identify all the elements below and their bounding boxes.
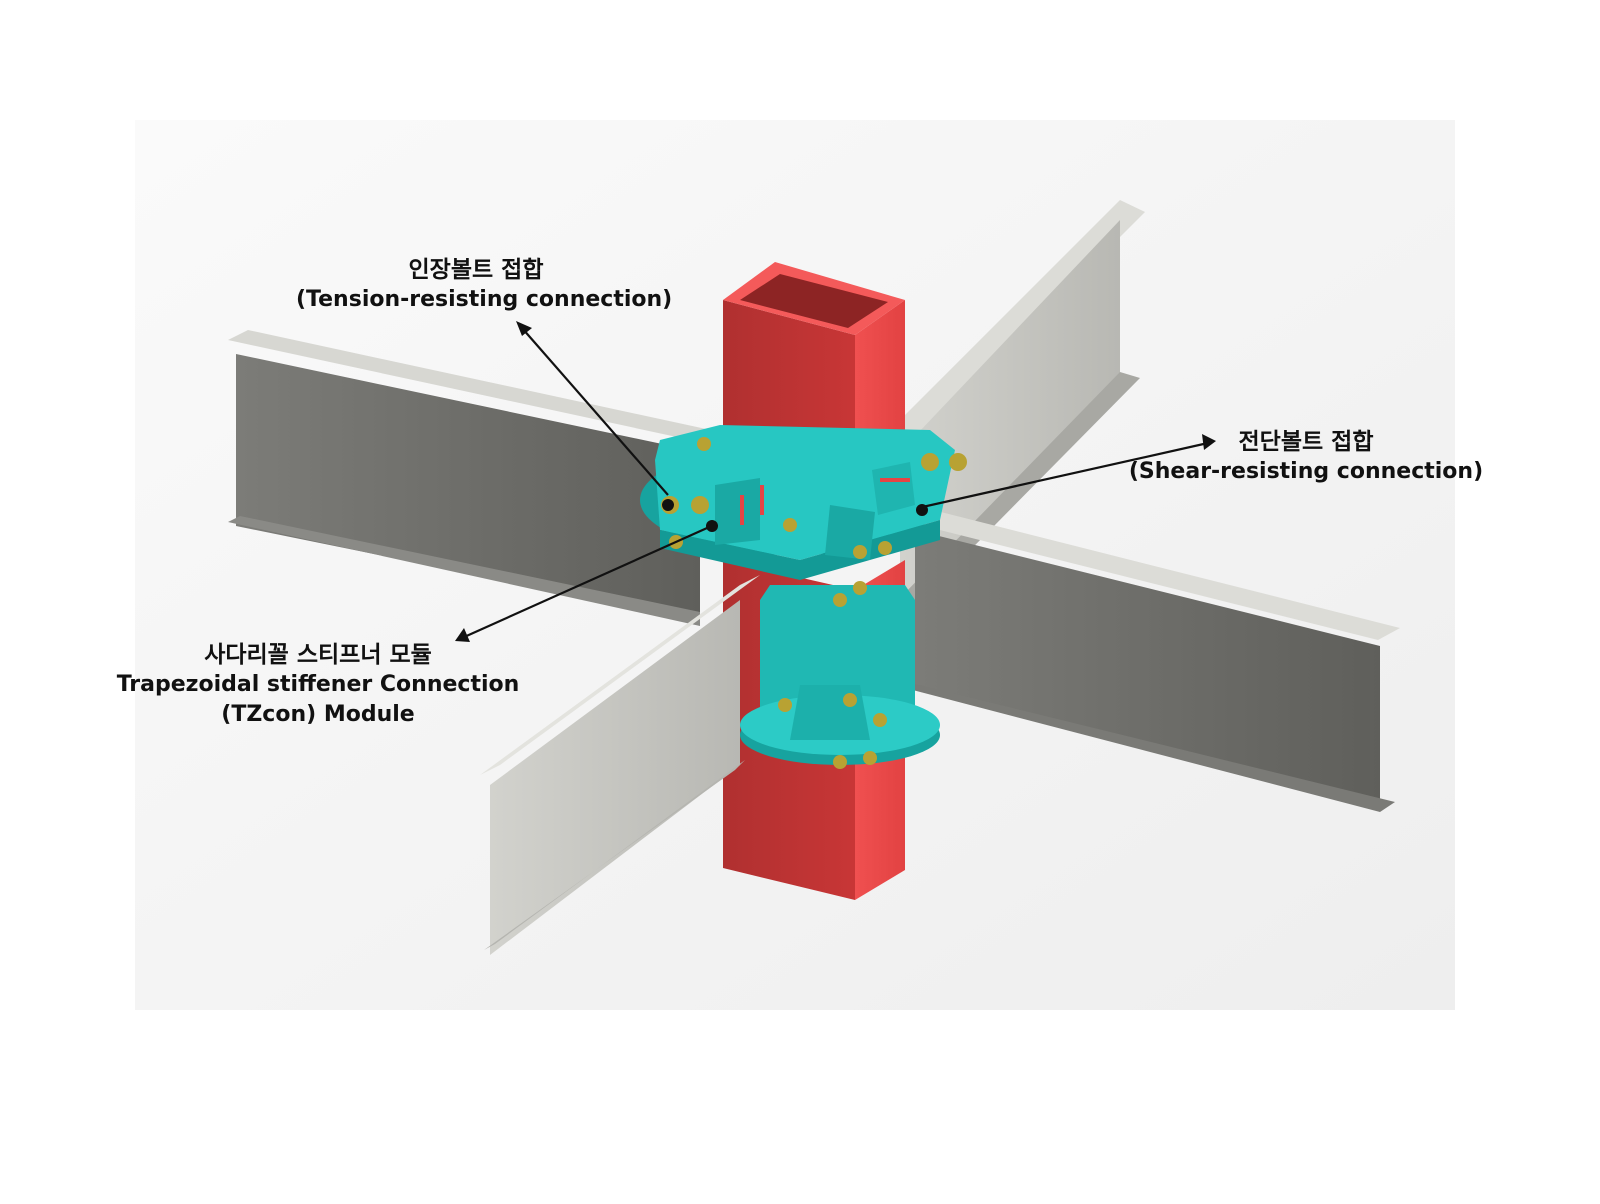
annotation-tension: 인장볼트 접합 (Tension-resisting connection) xyxy=(296,255,673,315)
annotation-shear-korean: 전단볼트 접합 xyxy=(1238,429,1374,455)
annotation-tzcon-korean: 사다리꼴 스티프너 모듈 xyxy=(204,642,432,668)
tail-dot-tension xyxy=(662,499,674,511)
beam-front-right xyxy=(900,508,1400,812)
annotation-tzcon-english-2: (TZcon) Module xyxy=(221,702,415,727)
arrowhead-tzcon xyxy=(455,628,470,642)
annotation-tension-english: (Tension-resisting connection) xyxy=(296,287,673,312)
beam-front-left xyxy=(480,575,760,955)
annotation-tzcon-english-1: Trapezoidal stiffener Connection xyxy=(116,672,520,697)
tail-dot-tzcon xyxy=(706,520,718,532)
arrowhead-shear xyxy=(1202,434,1216,450)
annotation-shear: 전단볼트 접합 (Shear-resisting connection) xyxy=(1126,427,1486,487)
annotation-tension-korean: 인장볼트 접합 xyxy=(408,257,544,283)
module-lower xyxy=(740,585,940,769)
arrow-shear xyxy=(917,441,1209,510)
arrow-heads xyxy=(455,321,1216,642)
annotation-arrows xyxy=(461,327,1209,640)
arrow-tzcon xyxy=(461,522,717,640)
arrowhead-tension xyxy=(516,321,532,336)
arrow-tails xyxy=(662,499,928,532)
arrow-tension xyxy=(521,327,669,496)
annotation-tzcon: 사다리꼴 스티프너 모듈 Trapezoidal stiffener Conne… xyxy=(108,640,528,730)
annotation-shear-english: (Shear-resisting connection) xyxy=(1128,459,1484,484)
tail-dot-shear xyxy=(916,504,928,516)
